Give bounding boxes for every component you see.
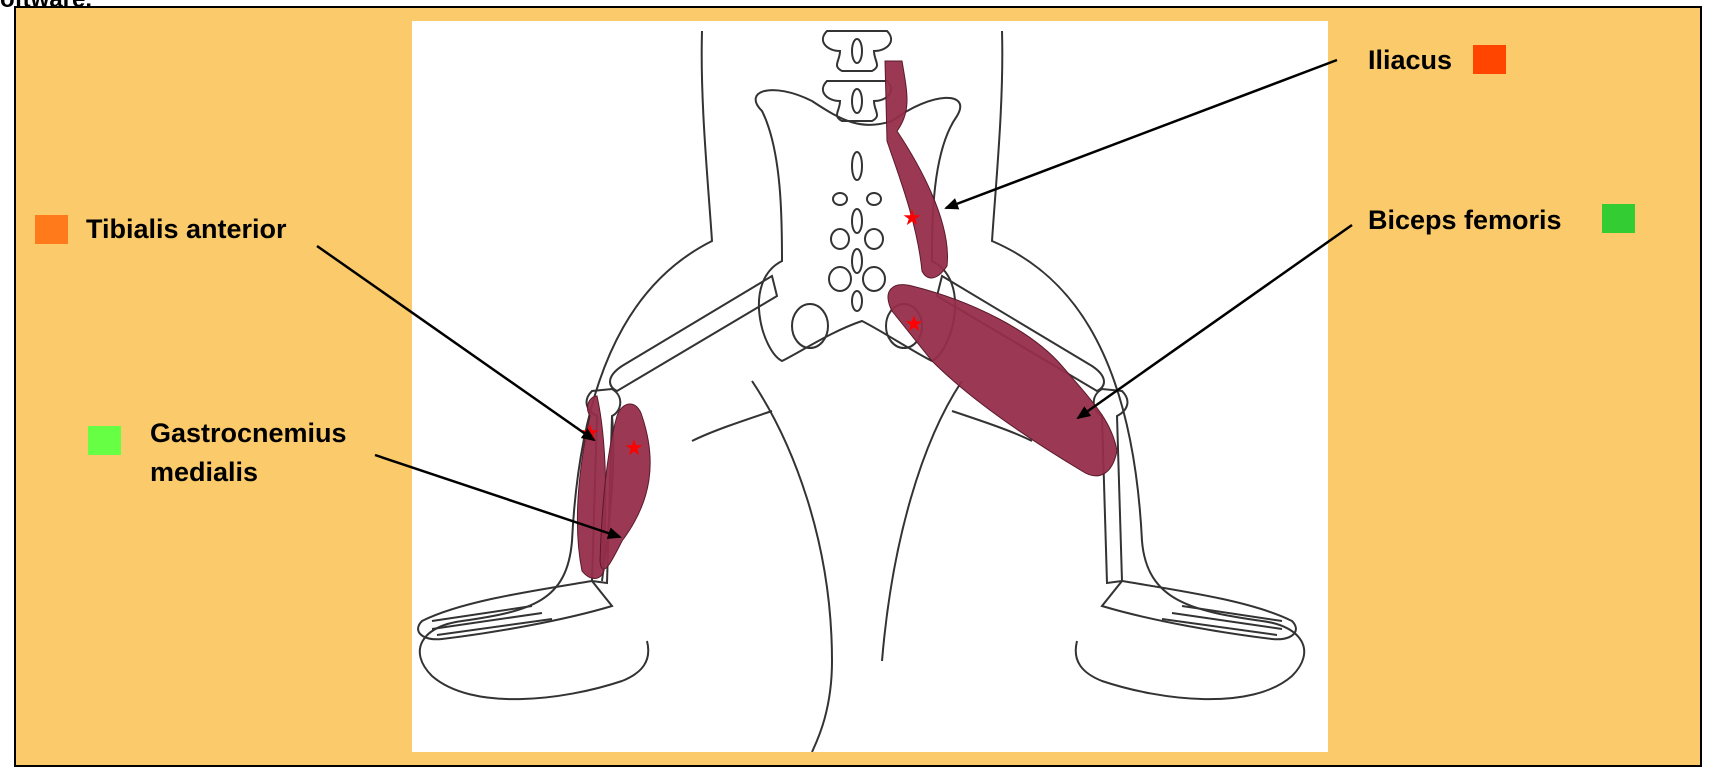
gastrocnemius-muscle <box>600 404 650 569</box>
injection-marker: ★ <box>904 312 924 337</box>
body-outline <box>420 31 712 699</box>
gastrocnemius-label-line1: Gastrocnemius <box>150 417 347 450</box>
iliacus-color-swatch <box>1473 45 1506 74</box>
biceps-femoris-color-swatch <box>1602 204 1635 233</box>
injection-marker: ★ <box>902 206 922 231</box>
biceps-femoris-label: Biceps femoris <box>1368 204 1562 237</box>
tail-outline-left <box>752 381 832 752</box>
inner-leg-left <box>692 411 772 441</box>
tibialis-anterior-label: Tibialis anterior <box>86 213 287 246</box>
tail-outline-right <box>882 381 962 661</box>
injection-marker: ★ <box>580 421 600 446</box>
tibialis-anterior-color-swatch <box>35 215 68 244</box>
injection-marker: ★ <box>624 436 644 461</box>
gastrocnemius-label-line2: medialis <box>150 456 258 489</box>
gastrocnemius-color-swatch <box>88 426 121 455</box>
foot-right <box>1102 581 1296 639</box>
skeleton-figure: ★ ★ ★ ★ <box>412 21 1328 752</box>
mouse-hindlimb-illustration: ★ ★ ★ ★ <box>412 21 1328 752</box>
femur-left <box>610 276 777 391</box>
iliacus-label: Iliacus <box>1368 44 1452 77</box>
vertebra-1 <box>823 31 891 71</box>
